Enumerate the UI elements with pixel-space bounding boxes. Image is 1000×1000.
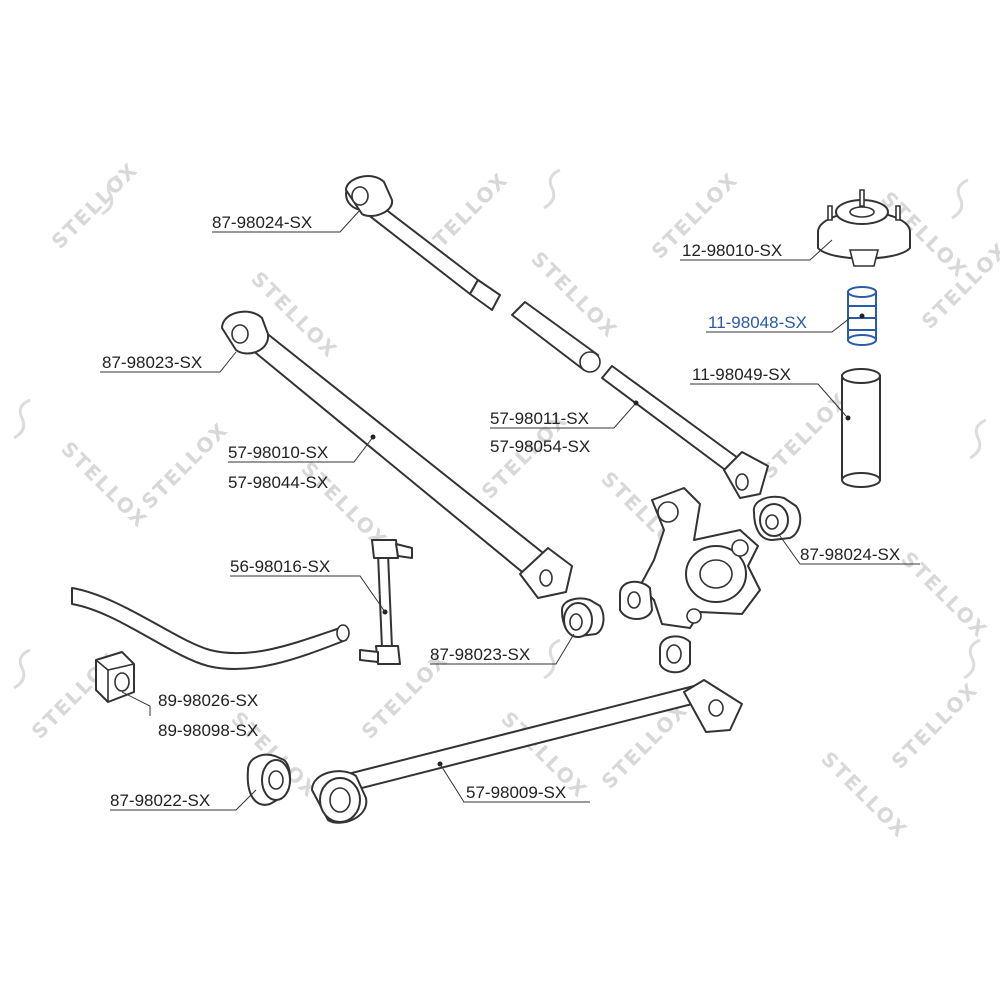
bump-stop-highlighted bbox=[847, 286, 877, 346]
watermark-logo bbox=[13, 648, 31, 690]
watermark-logo bbox=[543, 168, 561, 210]
dust-boot bbox=[841, 368, 881, 488]
watermark-text: STELLOX bbox=[896, 547, 992, 643]
label-87-98024-top: 87-98024-SX bbox=[212, 213, 312, 232]
watermark-text: STELLOX bbox=[56, 437, 152, 533]
watermark-text: STELLOX bbox=[296, 457, 392, 553]
watermark-text: STELLOX bbox=[47, 157, 143, 253]
stabilizer-bar bbox=[71, 587, 350, 671]
label-89-98098: 89-98098-SX bbox=[158, 721, 258, 740]
watermark-logo bbox=[969, 418, 987, 460]
watermark-logo bbox=[951, 178, 969, 220]
leader-lines bbox=[100, 209, 920, 811]
watermark-logo bbox=[963, 638, 981, 680]
label-11-98049: 11-98049-SX bbox=[692, 365, 791, 384]
bushing-87-98022 bbox=[246, 753, 291, 806]
label-87-98023-center: 87-98023-SX bbox=[430, 645, 530, 664]
watermark-logo bbox=[101, 174, 119, 216]
label-56-98016: 56-98016-SX bbox=[230, 557, 330, 576]
label-57-98054: 57-98054-SX bbox=[490, 437, 590, 456]
strut-mount bbox=[817, 189, 911, 267]
label-87-98023-left: 87-98023-SX bbox=[102, 353, 202, 372]
label-57-98044: 57-98044-SX bbox=[228, 473, 328, 492]
watermark-text: STELLOX bbox=[757, 387, 853, 483]
watermark-logo bbox=[13, 398, 31, 440]
label-57-98011: 57-98011-SX bbox=[490, 409, 589, 428]
label-87-98022: 87-98022-SX bbox=[110, 791, 210, 810]
lateral-link bbox=[311, 679, 743, 824]
label-57-98010: 57-98010-SX bbox=[228, 443, 328, 462]
upper-control-arm bbox=[345, 175, 769, 499]
watermark-text: STELLOX bbox=[887, 677, 983, 773]
bushing-87-98023 bbox=[561, 597, 605, 638]
steering-knuckle bbox=[619, 487, 761, 674]
label-57-98009: 57-98009-SX bbox=[466, 783, 566, 802]
watermark-text: STELLOX bbox=[137, 417, 233, 513]
label-89-98026: 89-98026-SX bbox=[158, 691, 258, 710]
label-87-98024-right: 87-98024-SX bbox=[800, 545, 900, 564]
stabilizer-link bbox=[359, 539, 413, 665]
stabilizer-bushing bbox=[95, 651, 135, 703]
bushing-87-98024 bbox=[752, 495, 802, 541]
watermark-logo bbox=[543, 638, 561, 680]
label-11-98048-highlighted: 11-98048-SX bbox=[708, 313, 807, 332]
part-labels: 87-98024-SX 12-98010-SX 11-98048-SX 87-9… bbox=[102, 213, 900, 810]
label-12-98010: 12-98010-SX bbox=[682, 241, 782, 260]
lower-control-arm bbox=[221, 310, 573, 599]
